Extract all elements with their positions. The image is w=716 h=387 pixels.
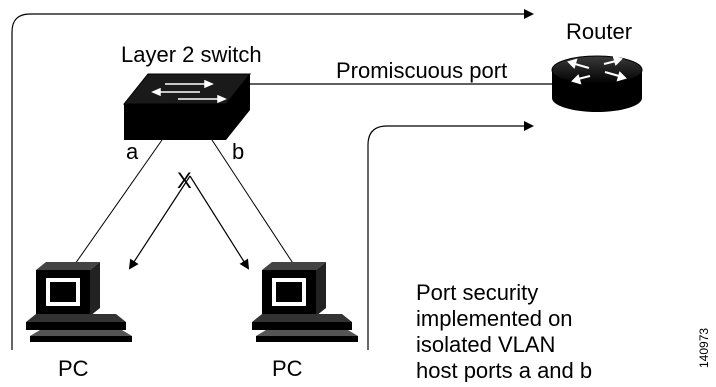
flow-line-left [11,9,534,350]
note-line: implemented on [416,306,573,331]
link-a-outer [67,139,163,275]
switch-label: Layer 2 switch [121,42,262,67]
flow-line-right [367,121,534,350]
port-b-label: b [232,139,244,164]
pc-left-icon [26,262,132,342]
figure-id: 140973 [697,328,711,368]
link-b-outer [211,139,301,275]
promiscuous-port-label: Promiscuous port [336,58,507,83]
note-line: isolated VLAN [416,332,555,357]
switch-icon [122,73,252,140]
note-line: Port security [416,280,538,305]
port-a-label: a [126,139,139,164]
pc-right-icon [252,262,358,342]
note-line: host ports a and b [416,358,592,382]
blocked-arrow-right [189,175,250,270]
pc-right-label: PC [272,356,303,381]
router-icon [551,55,643,112]
blocked-arrow-left [128,175,191,270]
router-label: Router [566,19,632,44]
pc-left-label: PC [58,356,89,381]
port-security-note: Port security implemented on isolated VL… [416,280,592,383]
blocked-mark: X [177,168,192,193]
